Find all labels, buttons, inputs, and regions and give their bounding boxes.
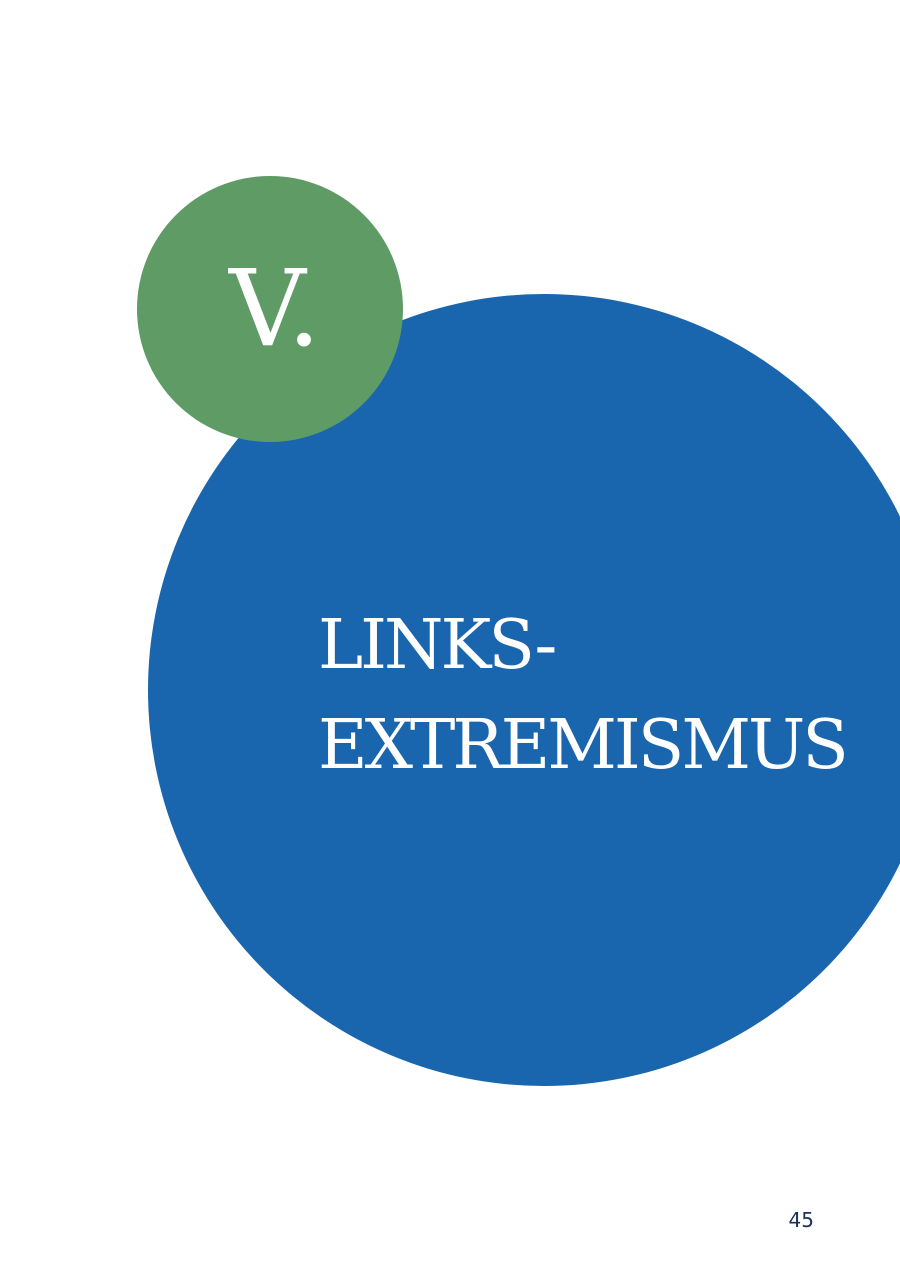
chapter-title-line-2: EXTREMISMUS (318, 706, 849, 785)
page-number: 45 (788, 1208, 814, 1232)
chapter-title-line-1: LINKS- (318, 606, 557, 685)
chapter-number-circle: V. (137, 176, 403, 442)
chapter-numeral: V. (229, 247, 321, 370)
chapter-title: LINKS- EXTREMISMUS (318, 596, 849, 796)
